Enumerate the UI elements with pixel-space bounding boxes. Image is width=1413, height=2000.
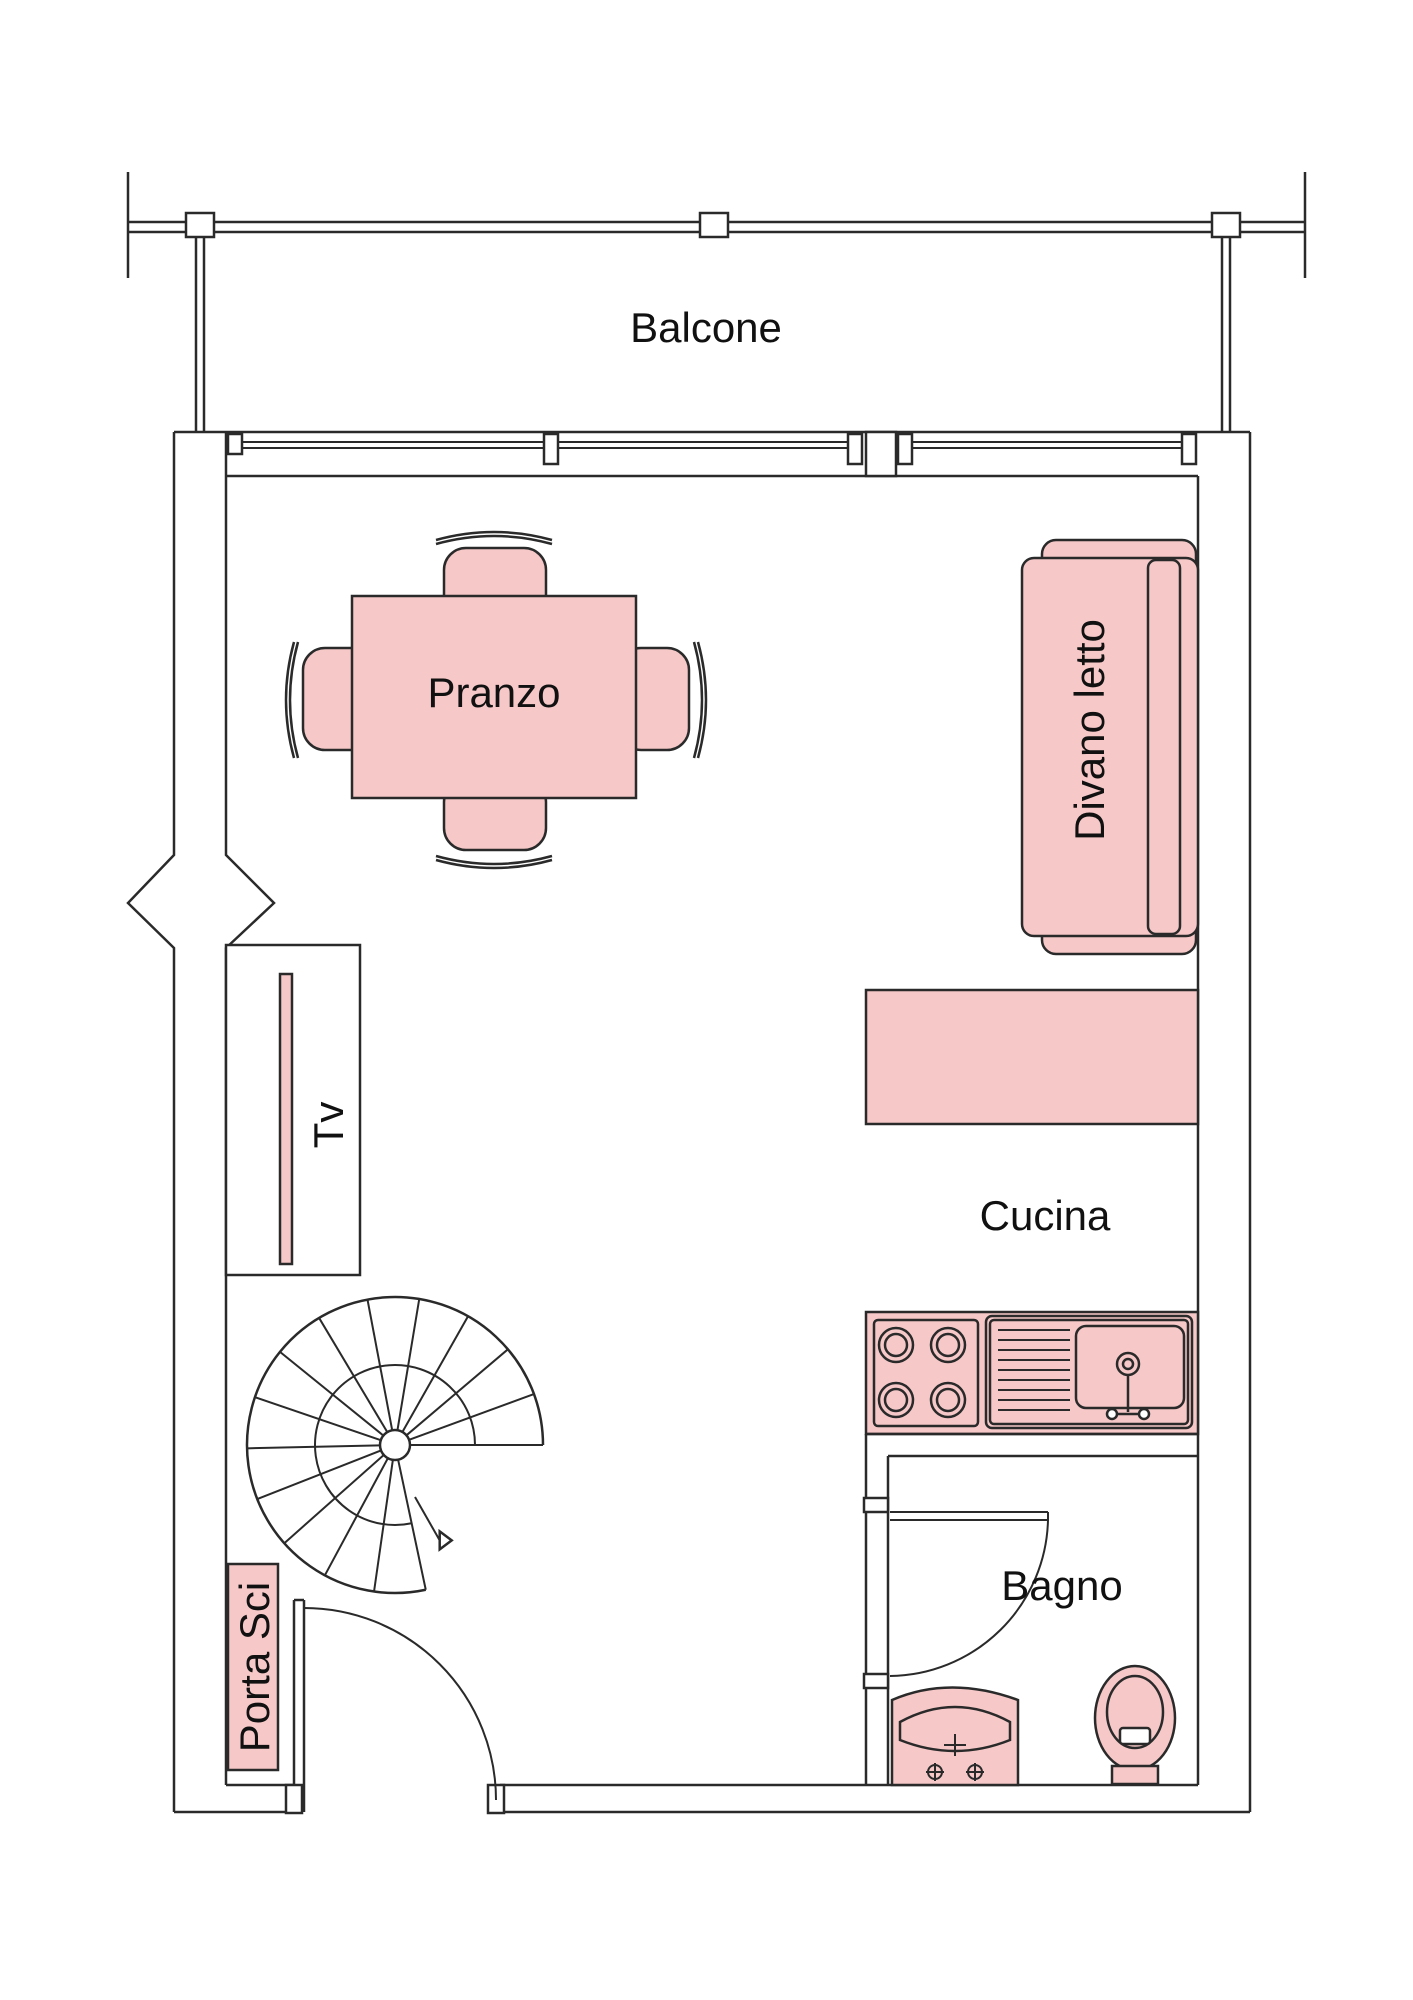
- bathroom-door: [889, 1511, 1049, 1677]
- tv-unit: [224, 943, 362, 1277]
- ski-rack-label: Porta Sci: [231, 1582, 278, 1752]
- kitchen-counter: [864, 1310, 1200, 1436]
- balcony-window: [226, 430, 1198, 478]
- stair-tread: [373, 1459, 394, 1592]
- stair-tread: [247, 1444, 381, 1450]
- sofa-bed: [1020, 538, 1200, 956]
- stair-tread: [279, 1351, 384, 1437]
- stair-tread: [283, 1454, 385, 1544]
- toilet: [1093, 1664, 1177, 1786]
- bathroom-sink: [890, 1686, 1020, 1787]
- stair-direction-arrow: [438, 1528, 454, 1552]
- stair-tread: [401, 1315, 469, 1433]
- stair-tread: [408, 1393, 535, 1441]
- stair-tread: [318, 1317, 389, 1433]
- stair-tread: [254, 1396, 382, 1442]
- dining-label: Pranzo: [427, 669, 560, 716]
- ski-rack: [226, 1562, 280, 1772]
- tv-label: Tv: [305, 1102, 352, 1149]
- stair-tread: [366, 1299, 394, 1431]
- stair-tread: [396, 1298, 421, 1431]
- balcony: [126, 172, 1307, 432]
- bathroom-walls: [862, 1432, 1198, 1785]
- kitchen-island: [864, 988, 1200, 1126]
- bathroom-label: Bagno: [1001, 1562, 1122, 1609]
- entrance-door: [284, 1607, 506, 1815]
- kitchen-label: Cucina: [980, 1192, 1111, 1239]
- balcony-label: Balcone: [630, 304, 782, 351]
- sofa-bed-label: Divano letto: [1066, 619, 1113, 841]
- stair-core: [378, 1428, 412, 1462]
- stair-tread: [323, 1457, 389, 1576]
- stair-tread: [256, 1449, 382, 1501]
- stair-tread: [405, 1348, 509, 1437]
- stair-arrow-line: [414, 1496, 441, 1541]
- stair-tread: [397, 1459, 427, 1590]
- dining-table-set: [284, 530, 708, 870]
- spiral-staircase: [245, 1295, 545, 1595]
